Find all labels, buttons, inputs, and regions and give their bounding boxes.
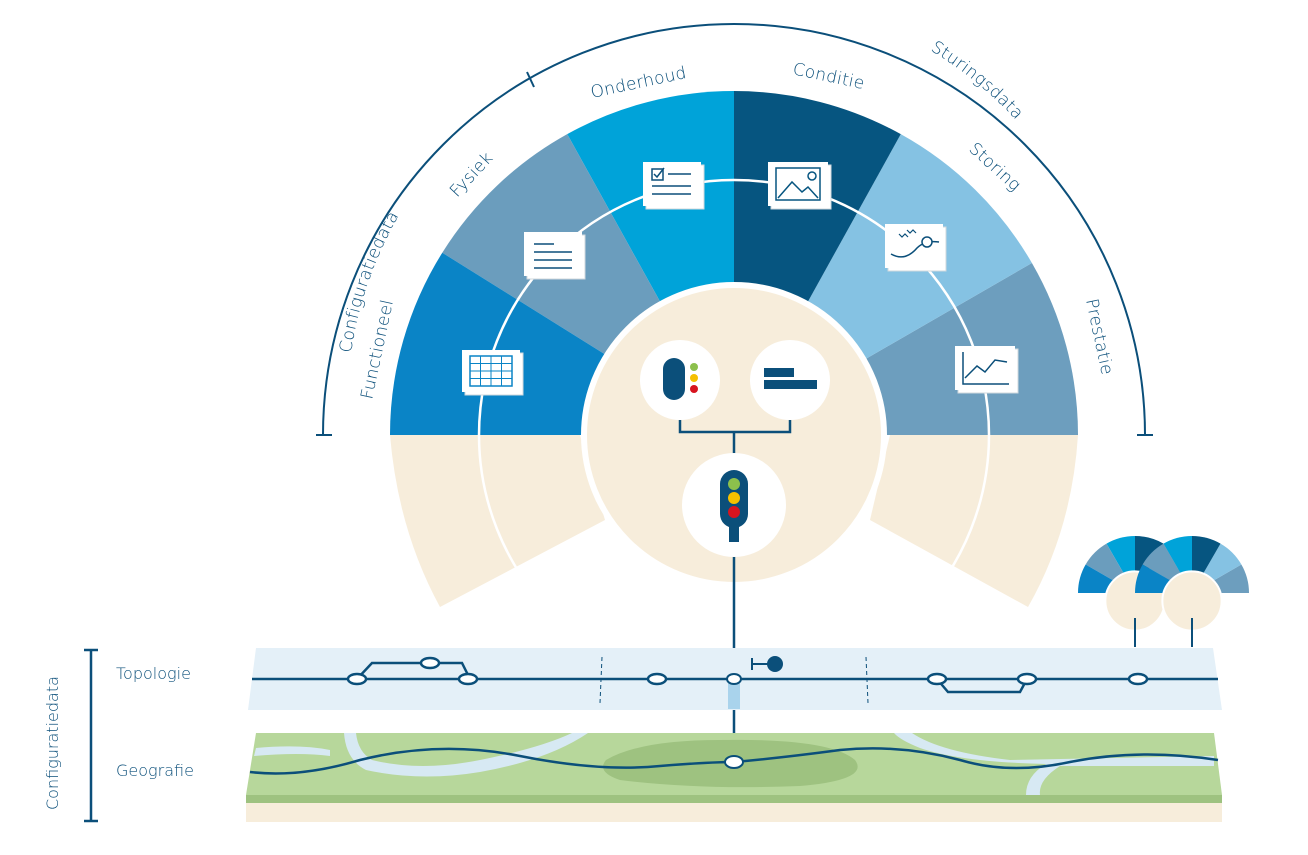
image-icon xyxy=(768,162,832,210)
geography-map xyxy=(246,733,1222,822)
table-icon xyxy=(462,350,524,396)
configuratiedata-bracket xyxy=(84,648,98,823)
mini-fan-connectors xyxy=(1134,618,1193,647)
signal-status-icon xyxy=(640,340,720,420)
document-icon xyxy=(524,232,586,280)
conditie-label: Conditie xyxy=(791,59,866,94)
configuratiedata-arc-label: Configuratiedata xyxy=(336,208,403,354)
outer-arcs xyxy=(316,22,1153,436)
topology-band xyxy=(248,648,1222,710)
storing-label: Storing xyxy=(965,139,1025,196)
configuratiedata-side-label: Configuratiedata xyxy=(43,676,62,810)
mini-fan-2 xyxy=(1135,536,1249,632)
bar-icon xyxy=(750,340,830,420)
geografie-label: Geografie xyxy=(116,761,194,780)
line-chart-icon xyxy=(955,346,1019,394)
topologie-label: Topologie xyxy=(116,664,191,683)
checklist-icon xyxy=(643,162,705,210)
traffic-light-icon xyxy=(682,453,786,557)
prestatie-label: Prestatie xyxy=(1081,297,1117,377)
graph-icon xyxy=(885,224,947,272)
mini-fans xyxy=(1078,536,1249,632)
